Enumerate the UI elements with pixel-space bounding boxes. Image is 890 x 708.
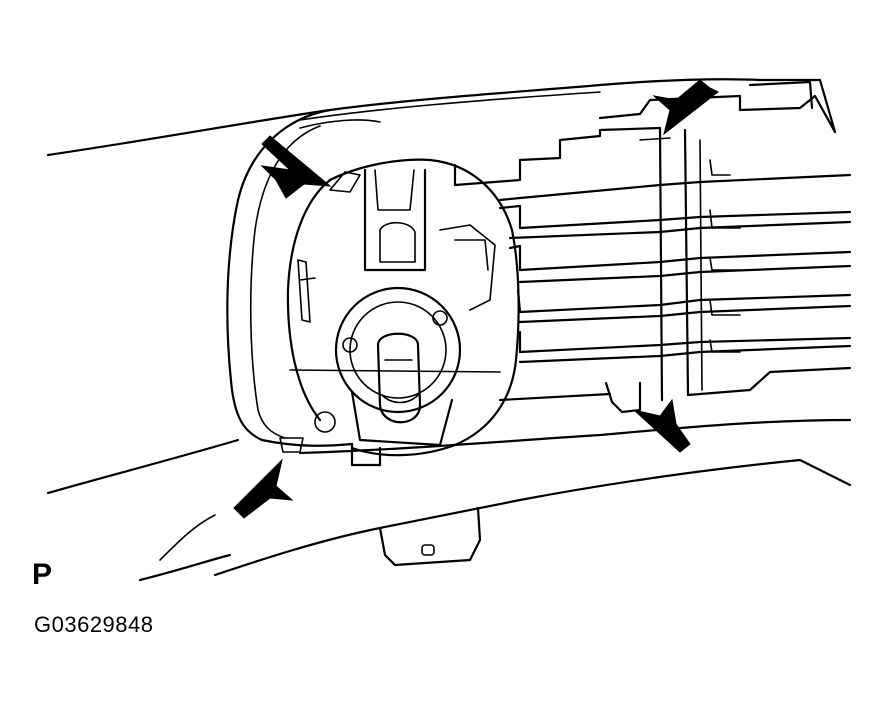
arrow-icon bbox=[632, 398, 691, 453]
lamp-body bbox=[286, 158, 520, 457]
bulb-socket bbox=[334, 286, 462, 447]
arrow-icon bbox=[233, 458, 294, 519]
view-label: P bbox=[32, 558, 53, 591]
upper-bracket bbox=[598, 78, 837, 141]
headlamp-housing bbox=[226, 108, 381, 447]
lamp-lower bbox=[279, 369, 501, 467]
lower-tab bbox=[604, 381, 642, 414]
grille-verticals bbox=[658, 126, 852, 402]
grille-slats bbox=[453, 126, 852, 402]
bumper bbox=[46, 418, 852, 582]
figure-code: G03629848 bbox=[34, 612, 154, 637]
arrow-icon bbox=[652, 79, 719, 136]
arrow-icon bbox=[260, 135, 332, 199]
hood-edge bbox=[46, 78, 762, 157]
